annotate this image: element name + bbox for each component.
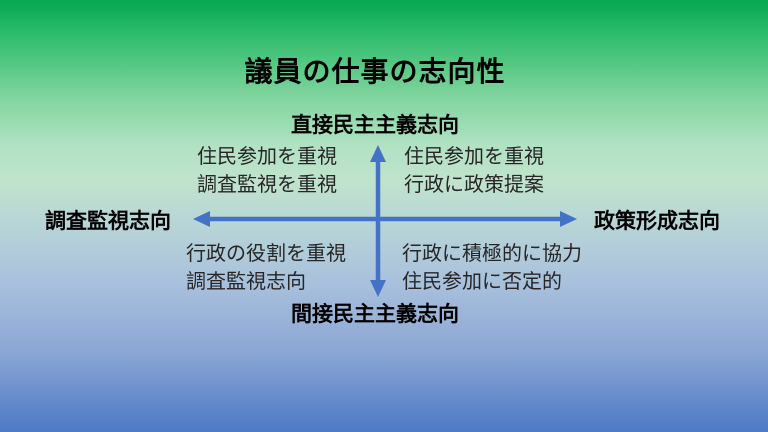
quadrant-bottom-right-line1: 行政に積極的に協力 — [402, 243, 582, 265]
up-arrowhead-icon — [370, 145, 386, 162]
quadrant-top-right-line1: 住民参加を重視 — [404, 146, 544, 168]
axis-label-left: 調査監視志向 — [45, 210, 171, 233]
page-title: 議員の仕事の志向性 — [244, 56, 506, 87]
quadrant-top-left: 住民参加を重視 調査監視を重視 — [197, 143, 337, 199]
quadrant-bottom-right: 行政に積極的に協力 住民参加に否定的 — [402, 240, 582, 296]
quadrant-bottom-left-line1: 行政の役割を重視 — [186, 243, 346, 265]
down-arrowhead-icon — [370, 280, 386, 297]
quadrant-top-right: 住民参加を重視 行政に政策提案 — [404, 143, 544, 199]
quadrant-top-left-line1: 住民参加を重視 — [197, 146, 337, 168]
quadrant-top-left-line2: 調査監視を重視 — [197, 174, 337, 196]
quadrant-bottom-left-line2: 調査監視志向 — [186, 271, 306, 293]
right-arrowhead-icon — [560, 211, 577, 227]
axis-label-top: 直接民主主義志向 — [291, 114, 459, 137]
axis-label-bottom: 間接民主主義志向 — [291, 303, 459, 326]
quadrant-top-right-line2: 行政に政策提案 — [404, 174, 544, 196]
axis-label-right: 政策形成志向 — [594, 210, 720, 233]
quadrant-bottom-right-line2: 住民参加に否定的 — [402, 271, 562, 293]
quadrant-bottom-left: 行政の役割を重視 調査監視志向 — [186, 240, 346, 296]
left-arrowhead-icon — [193, 211, 210, 227]
